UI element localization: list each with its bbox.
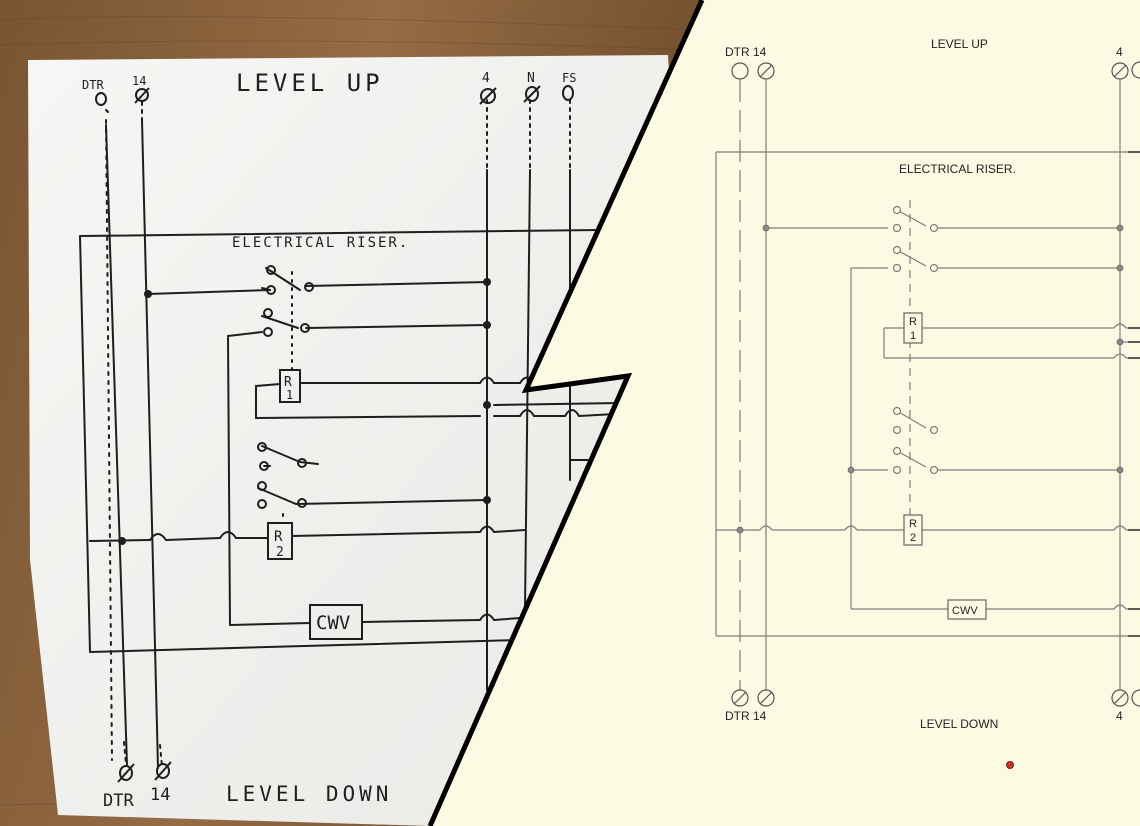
cad-terminal-label-bottom-right: 4 [1116,709,1123,723]
terminal-n-top [525,86,539,102]
terminal-dtr-bottom [119,765,133,781]
cad-terminal-label-top-right: 4 [1116,45,1123,59]
sketch-terminal-label-fs: FS [562,71,576,85]
sketch-riser-label: ELECTRICAL RISER. [232,235,409,251]
cad-cwv-box [947,599,987,620]
sketch-relay-1-r: R [284,375,292,390]
cad-terminal-dtr-top [731,62,749,80]
terminal-dtr-top [95,92,107,106]
hand-sketch-photo: LEVEL UP ELECTRICAL RISER. R 1 R 2 CWV D… [0,0,720,826]
terminal-fs-top [562,85,574,101]
cad-relay-2-r: R [909,518,917,530]
sketch-relay-2-r: R [274,529,283,545]
sketch-relay-1-num: 1 [286,388,293,402]
sketch-terminal-label-14: 14 [132,74,146,88]
cad-title-level-up: LEVEL UP [931,37,988,51]
sketch-terminal-label-4: 4 [482,71,490,86]
cad-relay-1 [903,312,923,344]
sketch-terminal-label-dtr: DTR [82,78,104,92]
cad-title-level-down: LEVEL DOWN [920,717,998,731]
cad-terminal-labels-top-left: DTR 14 [725,45,767,59]
cad-junctions [736,224,1124,534]
sketch-relay-2-num: 2 [276,545,284,560]
cad-terminal-labels-bottom-left: DTR 14 [725,709,767,723]
cad-wiring [715,80,1140,690]
cad-terminals [731,61,1140,707]
terminal-4-top [480,88,496,104]
cad-riser-label: ELECTRICAL RISER. [899,162,1016,176]
cad-stubs [1128,151,1140,637]
terminal-14-bottom [156,763,170,779]
sketch-title-level-up: LEVEL UP [236,69,384,97]
cad-drawing: LEVEL UP DTR 14 4 ELECTRICAL RISER. R 1 … [430,0,1140,826]
cad-relay-2-num: 2 [910,532,916,544]
cad-cwv-label: CWV [952,605,978,617]
sketch-cwv-box [309,604,363,640]
cad-contacts [892,205,939,475]
paper-sheet [28,55,672,826]
cad-red-marker [1006,761,1014,769]
sketch-terminal-label-n: N [527,71,535,86]
cad-relay-1-r: R [909,316,917,328]
sketch-bottom-label-dtr: DTR [103,791,134,811]
sketch-cwv-label: CWV [316,612,350,634]
cad-relay-1-num: 1 [910,330,916,342]
terminal-14-top [135,88,149,102]
cad-relay-2 [903,514,923,546]
sketch-terminals [95,85,574,783]
sketch-junctions [118,278,491,545]
sketch-relay-1 [279,369,301,403]
divider-line [427,0,705,826]
sketch-relay-2 [267,522,293,560]
sketch-title-level-down: LEVEL DOWN [226,782,392,806]
sketch-bottom-label-14: 14 [150,785,170,805]
